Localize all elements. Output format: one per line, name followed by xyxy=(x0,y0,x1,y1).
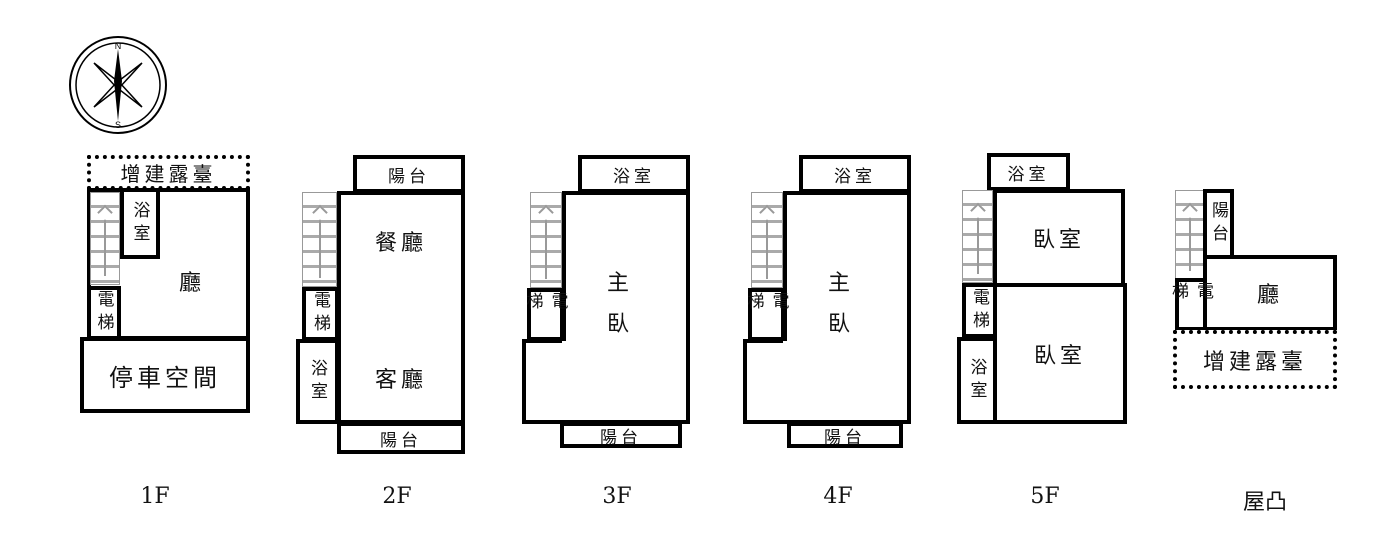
label-hall-1f: 廳 xyxy=(178,271,206,296)
label-master-2-3f: 臥 xyxy=(606,312,634,337)
room-bath-5f: 浴室 xyxy=(957,337,997,424)
stairs-roof xyxy=(1175,190,1204,280)
room-terrace-roof: 增建露臺 xyxy=(1173,330,1337,389)
room-elevator-3f: 電梯 xyxy=(523,288,568,341)
room-parking-1f: 停車空間 xyxy=(80,337,250,413)
room-balcony-roof: 陽台 xyxy=(1203,189,1234,259)
room-bath-2f: 浴室 xyxy=(296,339,339,424)
stairs-5f xyxy=(962,190,993,283)
label-living-2f: 客廳 xyxy=(374,368,428,393)
stairs-1f xyxy=(90,192,120,285)
room-elevator-4f: 電梯 xyxy=(744,288,789,341)
room-master-3f xyxy=(562,191,690,424)
room-bedroom-upper-5f: 臥室 xyxy=(993,189,1125,287)
room-bath-4f: 浴室 xyxy=(799,155,911,193)
label-dining-2f: 餐廳 xyxy=(374,231,428,256)
label-master-1-3f: 主 xyxy=(606,271,634,296)
room-balcony-3f: 陽台 xyxy=(560,422,682,448)
room-hall-roof: 廳 xyxy=(1203,255,1337,331)
room-elevator-2f: 電梯 xyxy=(302,287,339,341)
room-balcony-top-2f: 陽台 xyxy=(353,155,465,193)
stairs-2f xyxy=(302,192,337,287)
floor-label-roof: 屋凸 xyxy=(1242,490,1288,515)
floor-label-2f: 2F xyxy=(382,484,412,509)
room-elevator-roof: 電梯 xyxy=(1168,278,1213,331)
room-extension-3f xyxy=(522,339,566,424)
room-extension-4f xyxy=(743,339,787,424)
stairs-4f xyxy=(751,192,783,288)
room-bath-3f: 浴室 xyxy=(578,155,690,193)
floor-label-1f: 1F xyxy=(140,484,170,509)
room-balcony-4f: 陽台 xyxy=(787,422,903,448)
room-elevator-1f: 電梯 xyxy=(87,286,121,340)
room-bath-1f: 浴室 xyxy=(120,188,160,259)
floor-label-4f: 4F xyxy=(823,484,853,509)
compass-icon: N S xyxy=(69,36,167,134)
room-elevator-5f: 電梯 xyxy=(962,283,997,338)
label-master-1-4f: 主 xyxy=(827,271,855,296)
room-balcony-bottom-2f: 陽台 xyxy=(337,422,465,454)
floor-label-3f: 3F xyxy=(602,484,632,509)
stairs-3f xyxy=(530,192,562,288)
compass-north: N xyxy=(115,41,122,51)
label-master-2-4f: 臥 xyxy=(827,312,855,337)
room-bath-top-5f: 浴室 xyxy=(987,153,1070,191)
compass-south: S xyxy=(115,120,121,130)
room-terrace-1f: 增建露臺 xyxy=(87,155,250,190)
floor-label-5f: 5F xyxy=(1030,484,1060,509)
room-bedroom-lower-5f: 臥室 xyxy=(993,283,1127,424)
